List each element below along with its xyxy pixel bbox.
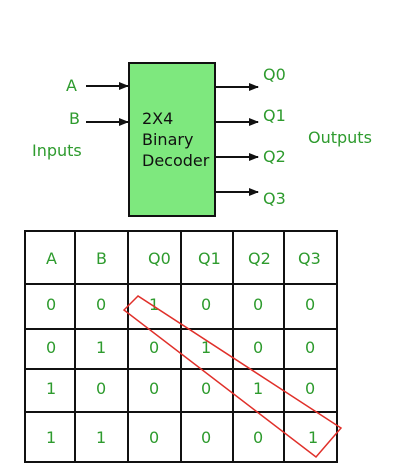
diagonal-highlight bbox=[122, 295, 343, 459]
output-q3-label: Q3 bbox=[263, 189, 286, 208]
decoder-title-line3: Decoder bbox=[142, 151, 210, 170]
table-cell: 0 bbox=[149, 379, 159, 398]
table-cell: 0 bbox=[305, 338, 315, 357]
header-cell-q3: Q3 bbox=[298, 249, 321, 268]
table-row: 0 0 1 0 0 0 bbox=[46, 295, 315, 314]
table-row: 0 1 0 1 0 0 bbox=[46, 338, 315, 357]
output-q1-label: Q1 bbox=[263, 106, 286, 125]
table-cell: 0 bbox=[253, 295, 263, 314]
table-cell: 0 bbox=[305, 295, 315, 314]
output-q0-label: Q0 bbox=[263, 65, 286, 84]
table-cell: 1 bbox=[149, 295, 159, 314]
table-cell: 0 bbox=[149, 338, 159, 357]
decoder-title-line2: Binary bbox=[142, 130, 193, 149]
header-cell-q2: Q2 bbox=[248, 249, 271, 268]
header-cell-b: B bbox=[96, 249, 107, 268]
table-cell: 0 bbox=[149, 428, 159, 447]
table-cell: 1 bbox=[96, 338, 106, 357]
header-cell-q0: Q0 bbox=[148, 249, 171, 268]
table-cell: 0 bbox=[201, 379, 211, 398]
table-row: 1 1 0 0 0 1 bbox=[46, 428, 318, 447]
table-cell: 0 bbox=[201, 428, 211, 447]
table-cell: 1 bbox=[46, 379, 56, 398]
table-row: 1 0 0 0 1 0 bbox=[46, 379, 315, 398]
input-a-label: A bbox=[66, 76, 77, 95]
decoder-block bbox=[128, 62, 216, 217]
inputs-label: Inputs bbox=[32, 141, 82, 160]
table-cell: 1 bbox=[46, 428, 56, 447]
decoder-title-line1: 2X4 bbox=[142, 109, 173, 128]
table-cell: 0 bbox=[253, 338, 263, 357]
table-cell: 0 bbox=[96, 379, 106, 398]
table-header-row: A B Q0 Q1 Q2 Q3 bbox=[46, 249, 321, 268]
table-cell: 0 bbox=[46, 338, 56, 357]
output-q2-label: Q2 bbox=[263, 147, 286, 166]
table-cell: 0 bbox=[305, 379, 315, 398]
table-cell: 0 bbox=[46, 295, 56, 314]
table-cell: 1 bbox=[96, 428, 106, 447]
header-cell-a: A bbox=[46, 249, 57, 268]
table-cell: 1 bbox=[201, 338, 211, 357]
table-cell: 0 bbox=[201, 295, 211, 314]
table-cell: 0 bbox=[253, 428, 263, 447]
input-b-label: B bbox=[69, 109, 80, 128]
table-cell: 1 bbox=[253, 379, 263, 398]
table-cell: 0 bbox=[96, 295, 106, 314]
outputs-label: Outputs bbox=[308, 128, 372, 147]
header-cell-q1: Q1 bbox=[198, 249, 221, 268]
table-cell: 1 bbox=[308, 428, 318, 447]
truth-table bbox=[24, 230, 338, 463]
